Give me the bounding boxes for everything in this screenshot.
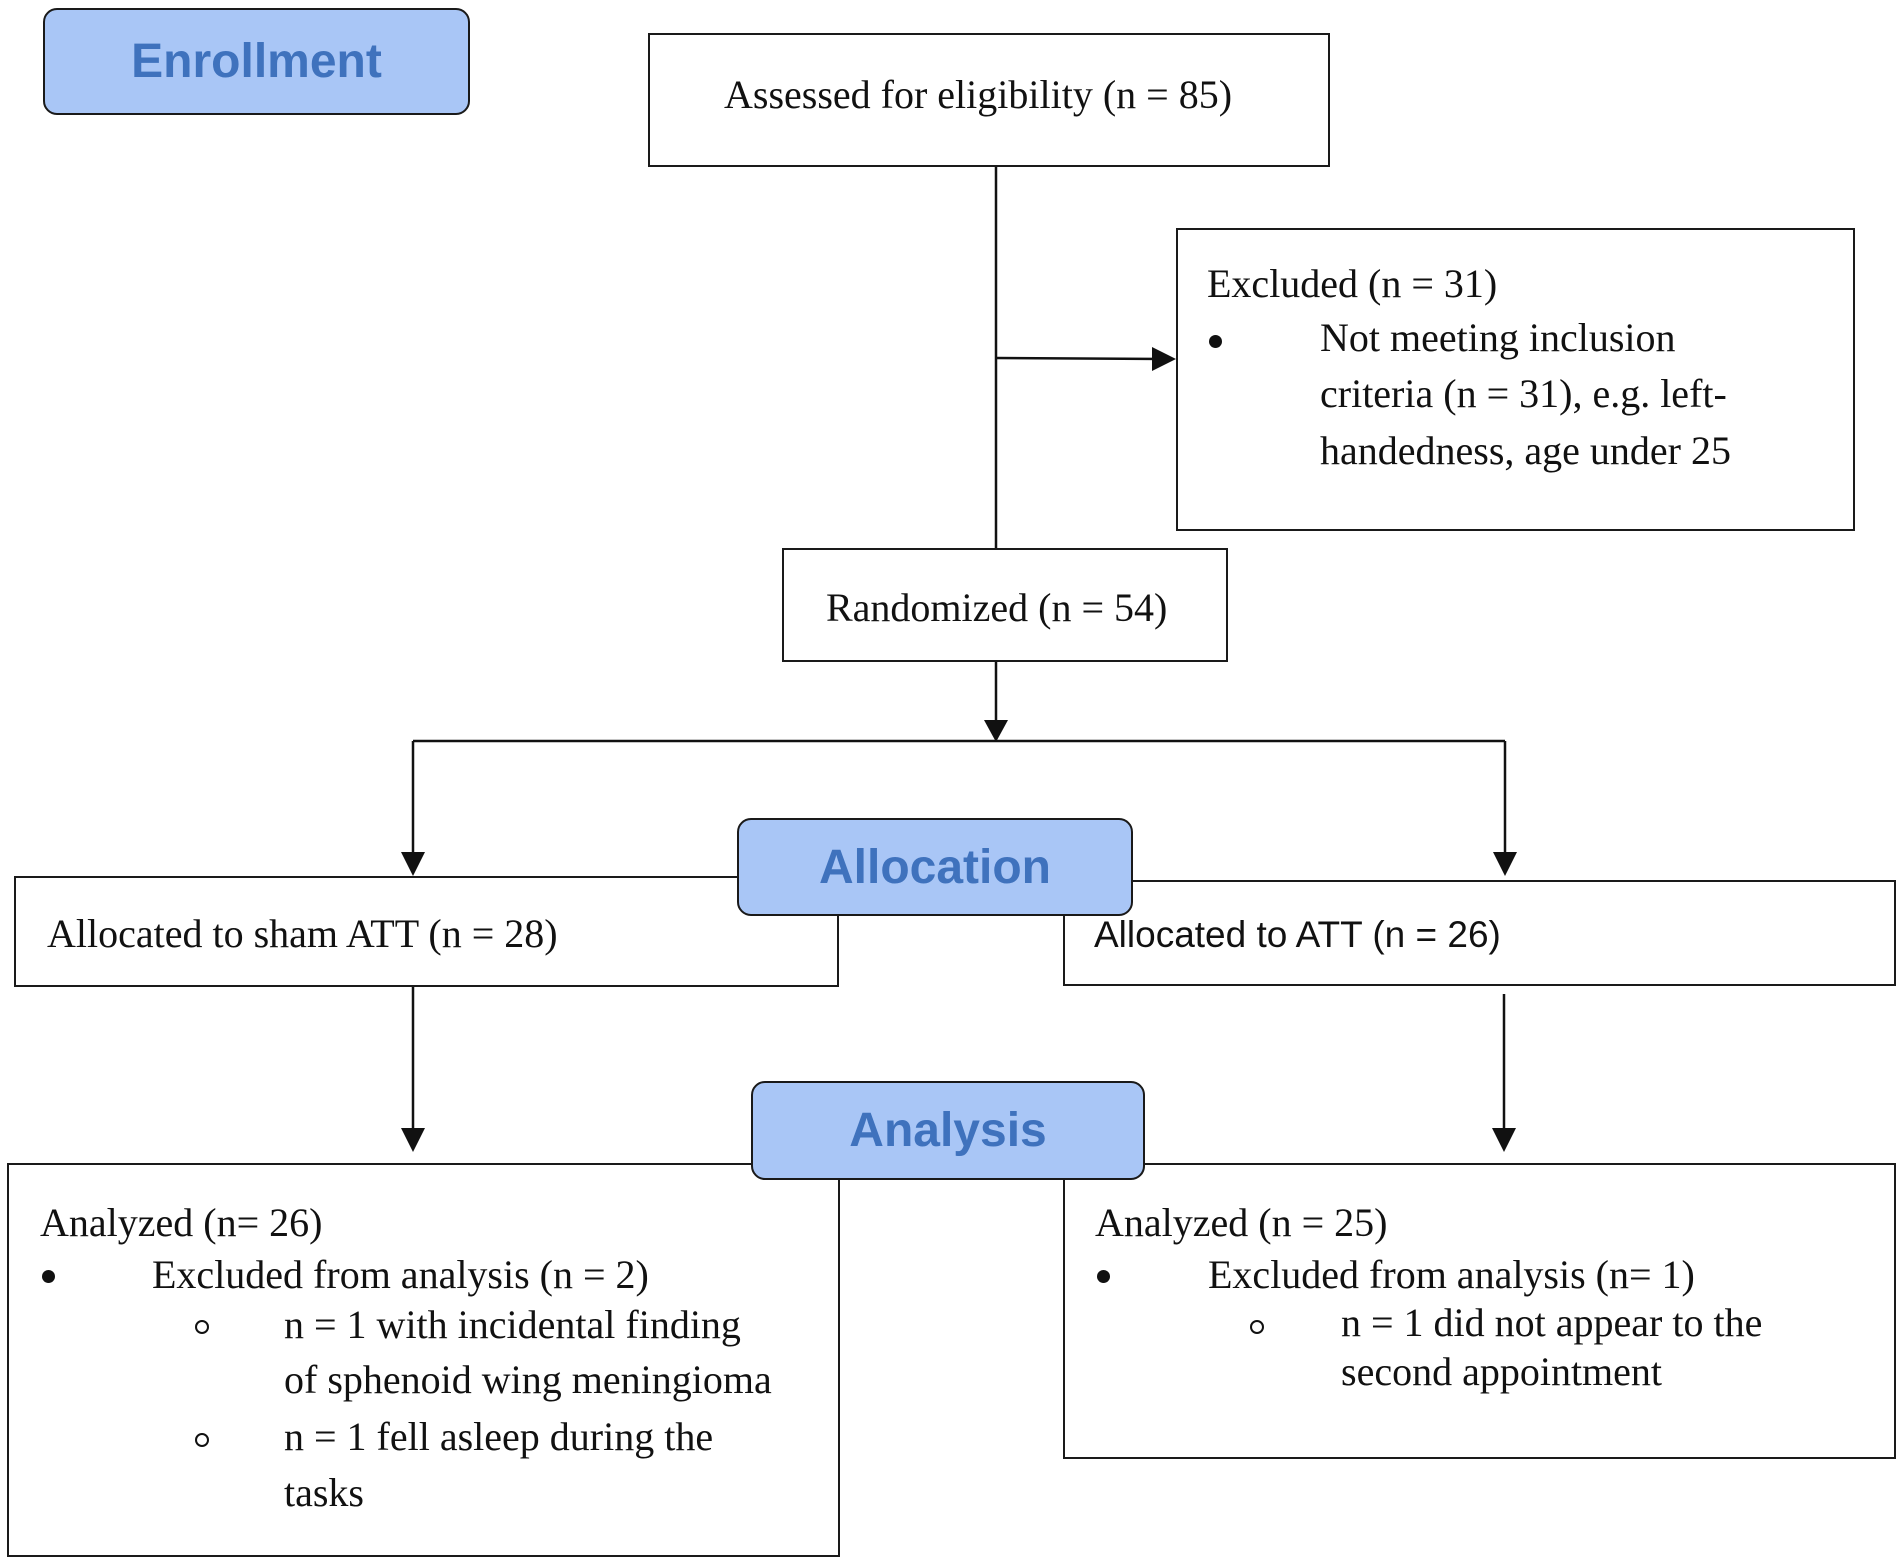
- stage-label-allocation: Allocation: [737, 818, 1133, 916]
- excluded-reason-line-3: handedness, age under 25: [1320, 428, 1731, 473]
- excluded-reason-line-1: Not meeting inclusion: [1320, 315, 1676, 360]
- stage-label-analysis: Analysis: [751, 1081, 1145, 1180]
- arrowhead-excluded: [1152, 347, 1176, 371]
- allocated-att-box: Allocated to ATT (n = 26): [1063, 880, 1896, 986]
- bullet-icon: [1097, 1270, 1110, 1283]
- circle-bullet-icon: [195, 1433, 209, 1447]
- analyzed-sham-reason-1-line-2: of sphenoid wing meningioma: [284, 1357, 772, 1402]
- analyzed-att-excluded: Excluded from analysis (n= 1): [1208, 1252, 1695, 1297]
- connector-to-excluded: [995, 356, 1169, 361]
- analyzed-att-box: Analyzed (n = 25) Excluded from analysis…: [1063, 1163, 1896, 1459]
- assessed-text: Assessed for eligibility (n = 85): [724, 72, 1233, 117]
- allocated-sham-text: Allocated to sham ATT (n = 28): [47, 911, 558, 956]
- analyzed-sham-reason-2-line-2: tasks: [284, 1470, 364, 1515]
- randomized-box: Randomized (n = 54): [782, 548, 1228, 662]
- analyzed-sham-title: Analyzed (n= 26): [40, 1200, 323, 1245]
- circle-bullet-icon: [195, 1320, 209, 1334]
- analyzed-att-title: Analyzed (n = 25): [1095, 1200, 1388, 1245]
- analyzed-sham-reason-1-line-1: n = 1 with incidental finding: [284, 1302, 741, 1347]
- arrowhead-att-analysis: [1492, 1128, 1516, 1152]
- excluded-reason-line-2: criteria (n = 31), e.g. left-: [1320, 371, 1727, 416]
- analyzed-att-reason-1-line-2: second appointment: [1341, 1349, 1663, 1394]
- excluded-title: Excluded (n = 31): [1207, 261, 1498, 306]
- arrowhead-sham: [401, 852, 425, 876]
- analyzed-att-reason-1-line-1: n = 1 did not appear to the: [1341, 1300, 1763, 1345]
- analyzed-sham-reason-2-line-1: n = 1 fell asleep during the: [284, 1414, 714, 1459]
- allocated-att-text: Allocated to ATT (n = 26): [1094, 914, 1501, 955]
- bullet-icon: [42, 1270, 55, 1283]
- analyzed-sham-box: Analyzed (n= 26) Excluded from analysis …: [7, 1163, 840, 1557]
- bullet-icon: [1209, 335, 1222, 348]
- allocated-sham-box: Allocated to sham ATT (n = 28): [14, 876, 839, 987]
- arrowhead-sham-analysis: [401, 1128, 425, 1152]
- arrowhead-randomized: [984, 720, 1008, 742]
- analyzed-sham-excluded: Excluded from analysis (n = 2): [152, 1252, 649, 1297]
- randomized-text: Randomized (n = 54): [826, 585, 1168, 630]
- stage-label-enrollment: Enrollment: [43, 8, 470, 115]
- excluded-box: Excluded (n = 31) Not meeting inclusion …: [1176, 228, 1855, 531]
- arrowhead-att: [1493, 852, 1517, 876]
- circle-bullet-icon: [1250, 1320, 1264, 1334]
- assessed-box: Assessed for eligibility (n = 85): [648, 33, 1330, 167]
